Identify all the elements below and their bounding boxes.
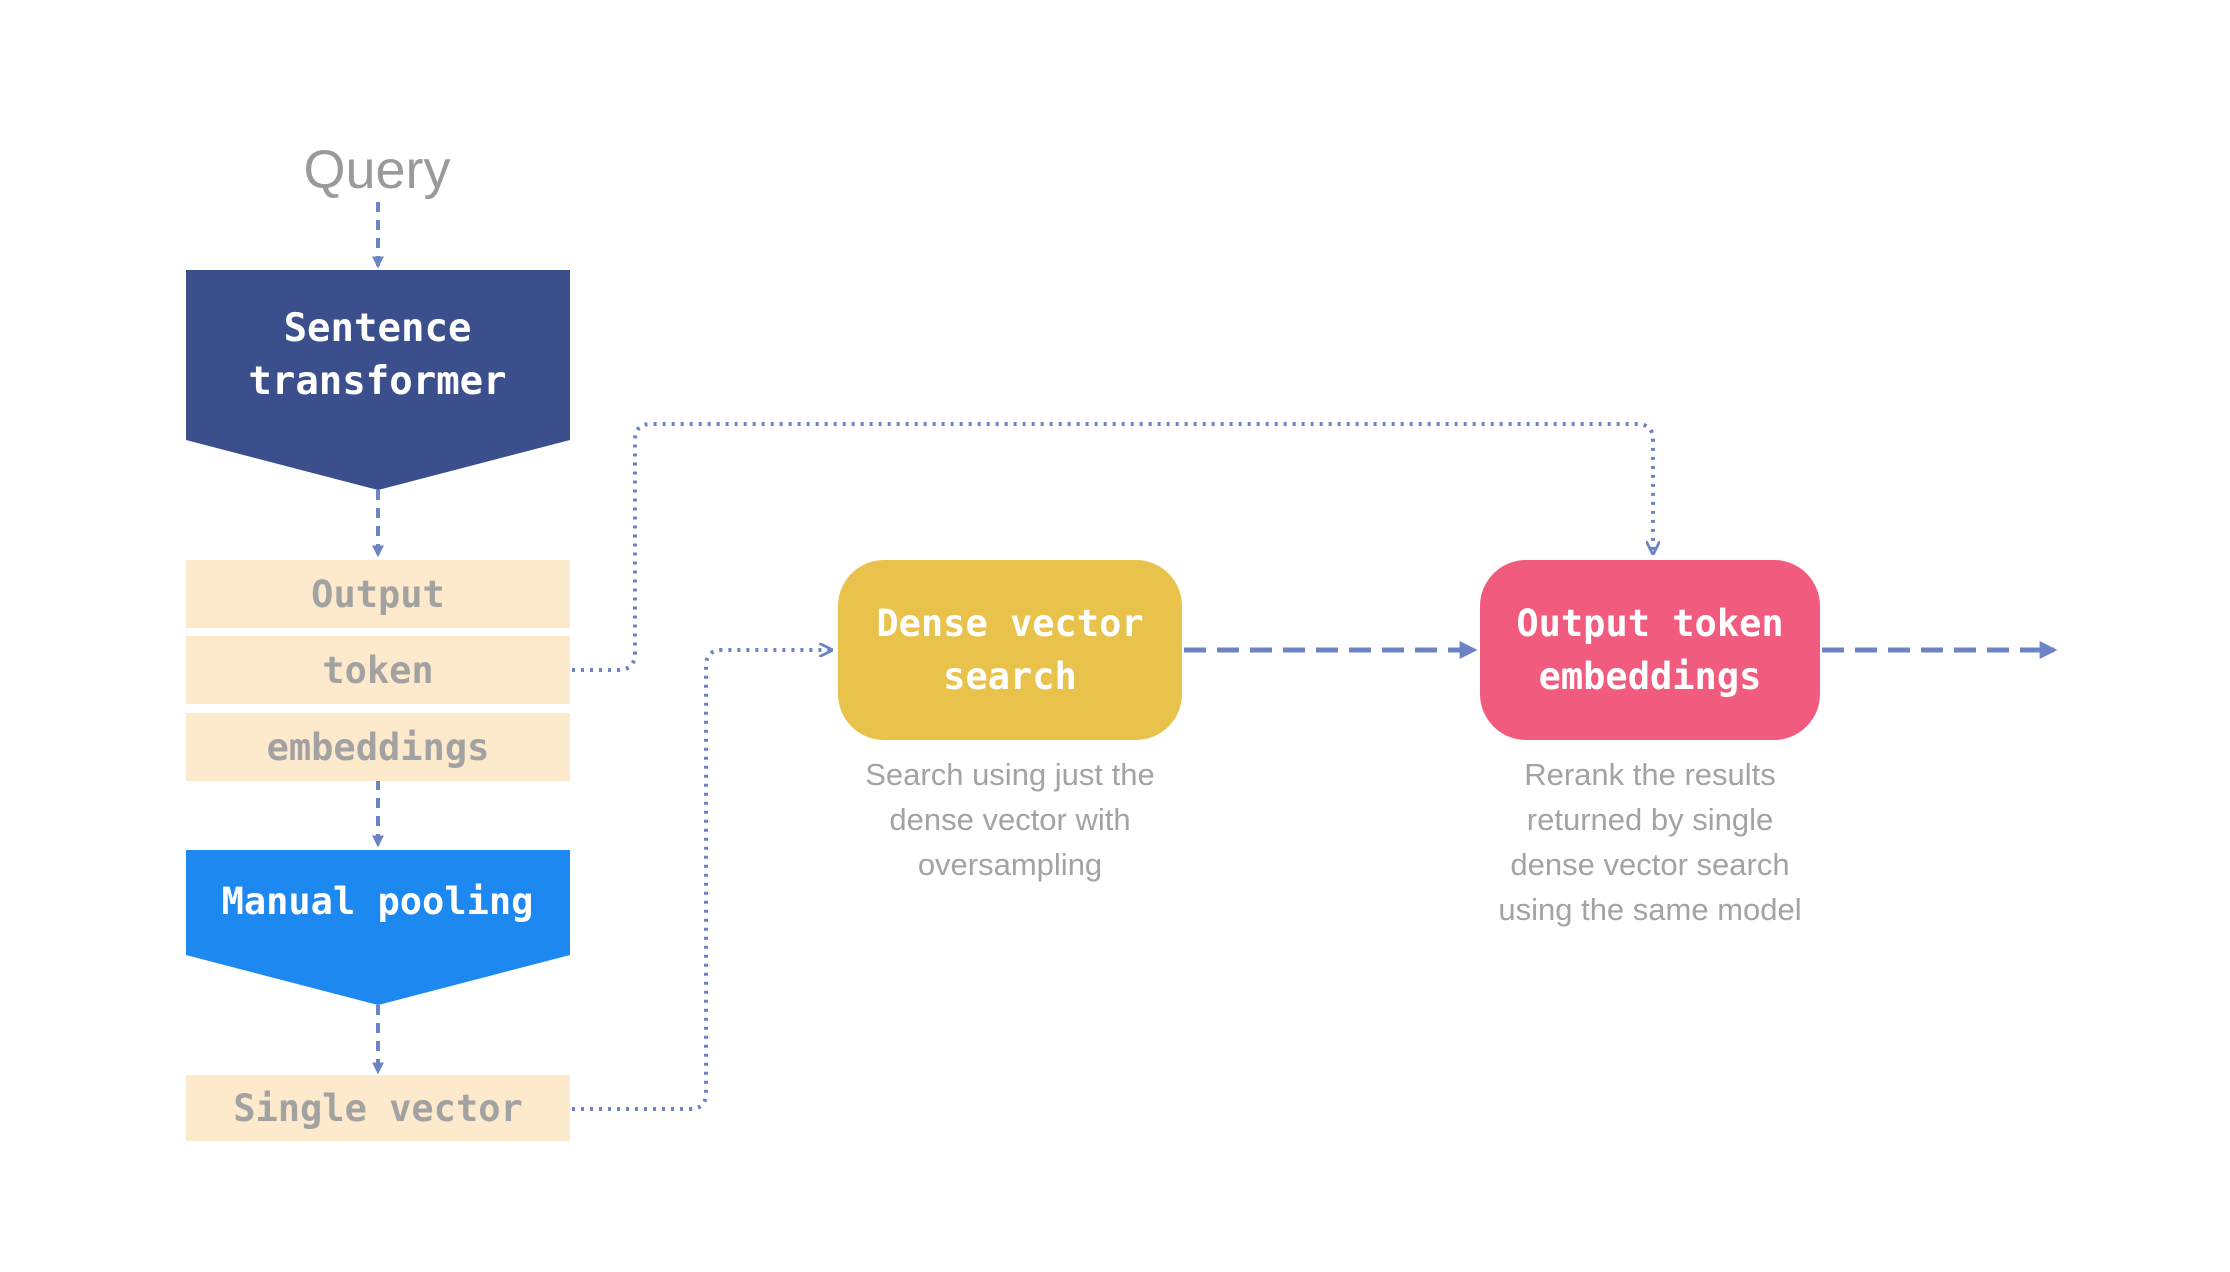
sentence-transformer-shape — [186, 270, 570, 490]
dense-vector-search-node: Dense vector search — [838, 560, 1182, 740]
dense-vector-search-caption: Search using just the dense vector with … — [865, 757, 1155, 882]
sentence-transformer-label: Sentence transformer — [248, 306, 507, 404]
single-vector-to-dense-search-connector — [572, 650, 830, 1111]
output-token-embeddings-chunk-3: embeddings — [186, 713, 570, 781]
single-vector-block: Single vector — [186, 1075, 570, 1141]
output-token-embeddings-chunk-2: token — [186, 636, 570, 704]
rerank-caption: Rerank the results returned by single de… — [1498, 757, 1802, 927]
manual-pooling-shape — [186, 850, 570, 1005]
output-token-embeddings-chunk-1: Output — [186, 560, 570, 628]
query-label: Query — [303, 140, 451, 200]
manual-pooling-label: Manual pooling — [221, 879, 534, 923]
output-token-embeddings-rerank-node: Output token embeddings — [1480, 560, 1820, 740]
token-embeddings-to-rerank-connector — [572, 422, 1653, 672]
